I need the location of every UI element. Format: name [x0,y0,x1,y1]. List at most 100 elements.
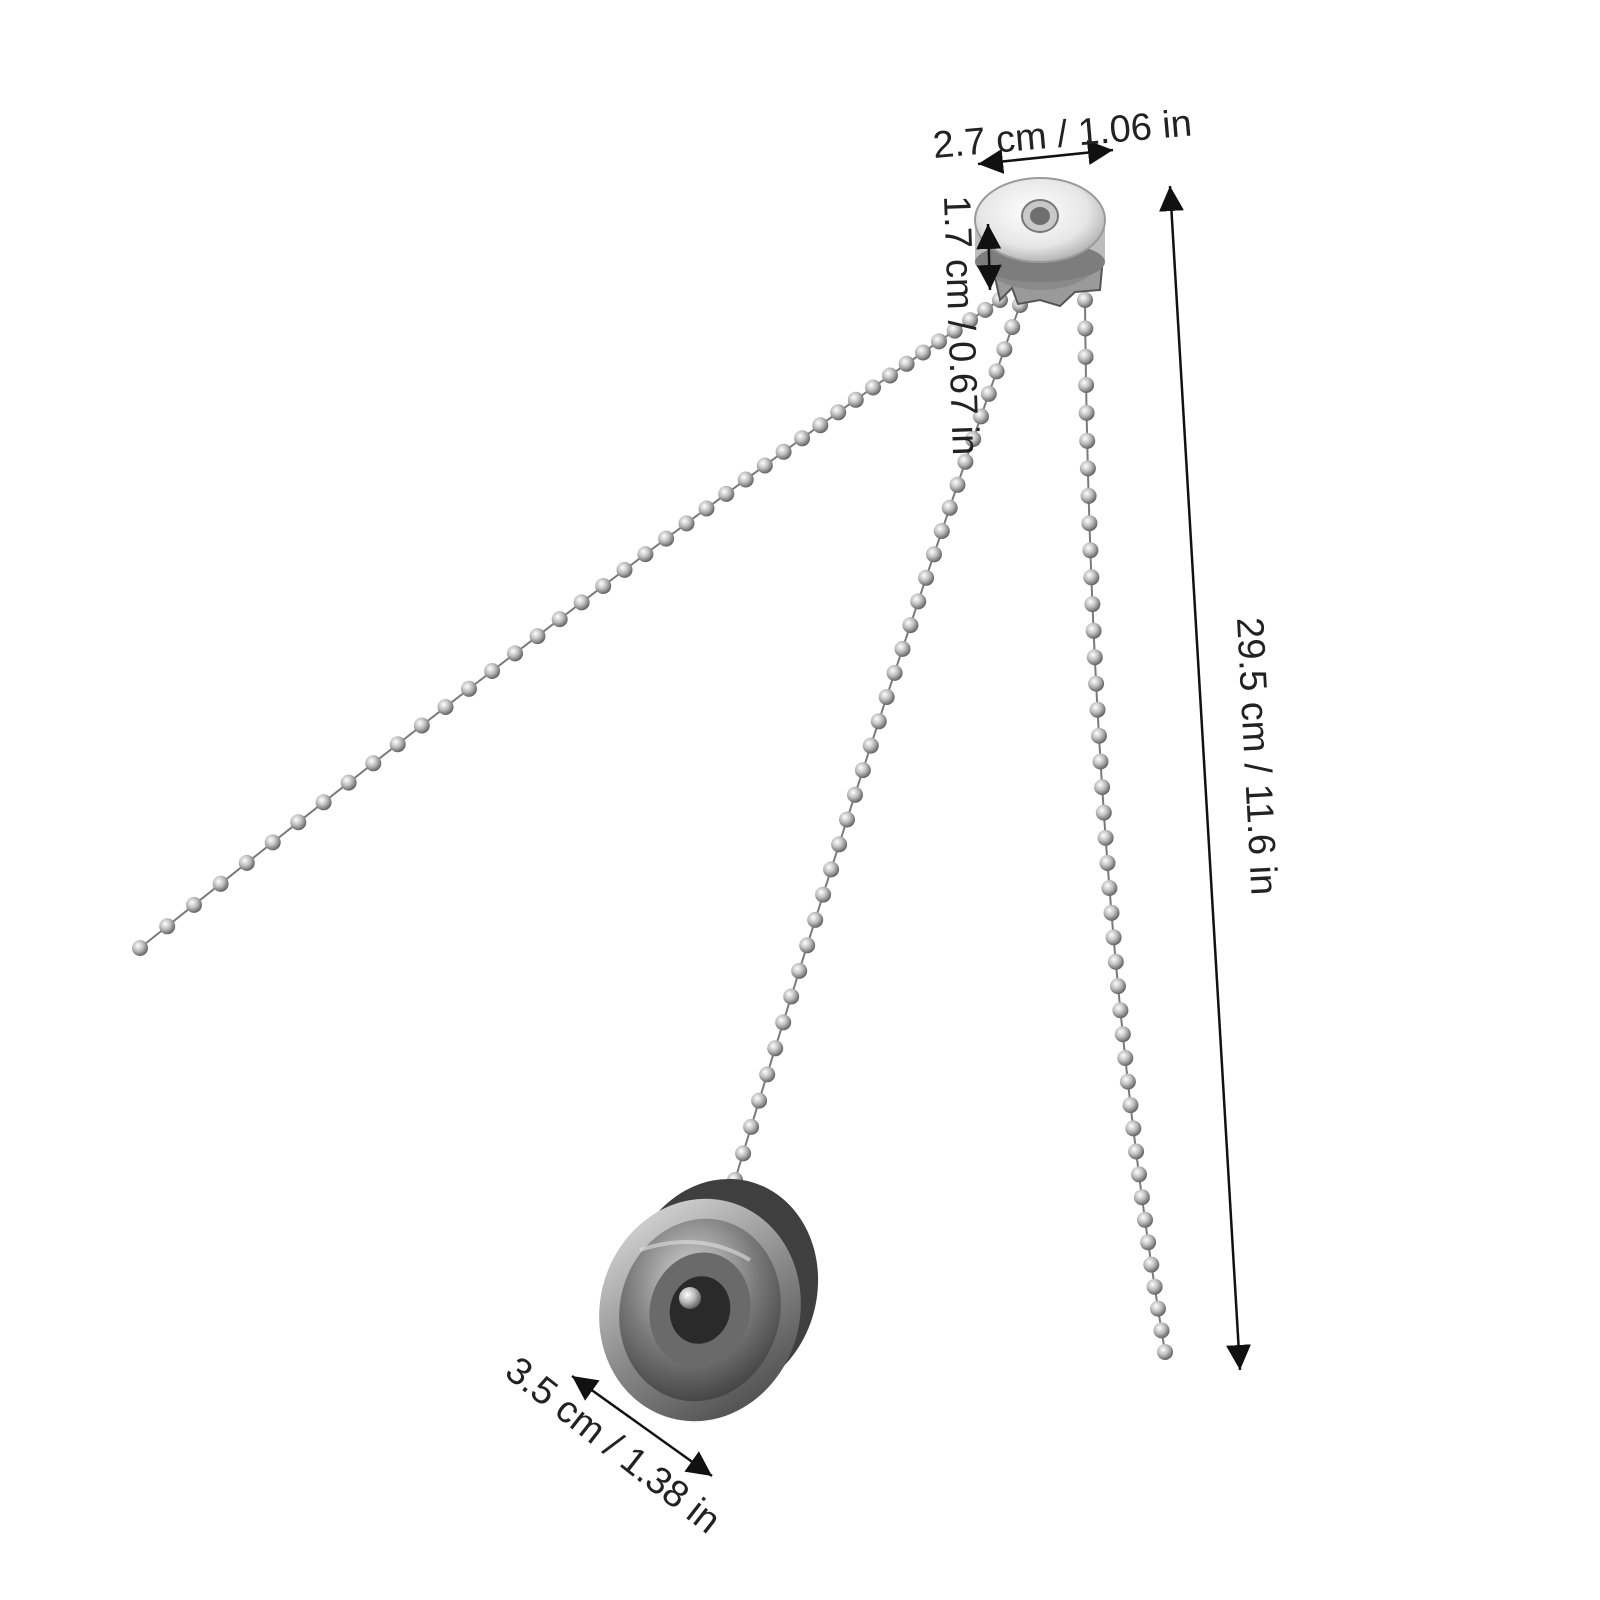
chain-bead [886,664,903,681]
chain-bead [962,312,979,329]
chain-bead [1112,1002,1129,1019]
chain-bead [1133,1189,1150,1206]
chain-bead [910,593,927,610]
chain-bead [1146,1278,1163,1295]
chain-bead [551,611,568,628]
chain-bead [775,1014,792,1031]
chain-bead [751,1092,768,1109]
dimension-arrows [571,140,1252,1478]
chain-bead [933,523,950,539]
chain-bead [595,578,612,594]
chain-bead [1117,1050,1134,1066]
chain-bead [437,699,454,715]
chain-bead [1153,1322,1170,1339]
chain-bead [1077,292,1093,308]
chain-bead [1119,1073,1136,1090]
chain-bead [812,417,829,434]
chain-bead [484,663,501,679]
chain-bead [1150,1300,1166,1317]
chain-bead [573,594,590,611]
chain-bead [918,569,935,586]
chain-bead [894,640,911,657]
chain-bead [775,443,792,460]
chain-bead [996,341,1013,358]
chain-bead [529,628,546,645]
chain-bead [791,962,808,979]
chain-bead [1140,1234,1157,1251]
chain-bead [678,515,695,532]
chain-bead [1004,319,1021,335]
chain-bead [637,546,654,563]
chain-bead [965,431,982,447]
chain-bead [507,645,523,662]
chain-bead [1089,701,1106,718]
dimension-label-chain-length: 29.5 cm / 11.6 in [1228,616,1284,896]
chain-bead [186,896,202,913]
chain-bead [1086,649,1103,666]
chain-bead [854,762,871,779]
chain-bead [389,736,406,753]
chain-bead [1095,804,1112,821]
chain-bead [977,301,994,318]
chain-bead [159,918,176,935]
chain-bead [1157,1344,1173,1360]
chain-bead [783,988,800,1005]
chain-bead [365,755,382,772]
chain-bead [1085,622,1102,639]
chain-bead [735,1145,752,1162]
chain-bead [941,499,958,516]
chain-bead [1137,1211,1153,1228]
chain-bead [931,333,947,350]
chain-bead [957,453,974,470]
chain-bead [1103,904,1120,921]
chain-bead [1078,377,1095,393]
chain-bead [807,911,824,928]
chain-bead [878,689,895,705]
chain-bead [238,854,255,871]
chain-bead [973,408,989,425]
chain-bead [830,404,847,421]
chain-bead [915,344,931,361]
chain-bead [413,717,430,734]
chain-bead [980,385,997,402]
chain-bead [698,500,715,517]
chain-bead [212,875,229,892]
chain-bead [1077,348,1094,365]
chain-bead [1110,978,1126,995]
chain-bead [839,811,855,828]
chain-bead [1092,753,1109,770]
chain-bead [865,379,881,396]
chain-bead [1083,569,1100,586]
chain-bead [1099,855,1116,871]
chain-bead [946,322,963,339]
chain-bead [862,737,879,754]
chain-bead [1101,880,1118,896]
chain-bead [847,786,863,803]
chain-bead [870,713,887,730]
chain-bead [658,530,675,547]
chain-bead [831,836,848,853]
bead-chain-left [132,292,1008,956]
bead-chain-right [1077,292,1173,1360]
chain-bead [1077,320,1094,337]
chain-bead [988,363,1005,380]
chain-bead [264,834,281,851]
chain-bead [815,886,832,903]
chain-bead [1084,596,1101,613]
chain-bead [1122,1097,1139,1114]
chain-bead [1091,727,1107,744]
chain-bead [737,471,754,488]
chain-bead [1088,675,1105,692]
chain-bead [1080,487,1097,504]
chain-bead [315,794,332,811]
chain-bead [1107,953,1124,970]
chain-bead [1128,1143,1145,1160]
chain-bead [1125,1120,1142,1137]
chain-bead [847,391,864,408]
chain-bead [767,1040,784,1057]
chain-link-wire [139,299,1001,949]
chain-bead [290,814,307,831]
chain-bead [1078,404,1095,421]
chain-bead [949,476,966,493]
